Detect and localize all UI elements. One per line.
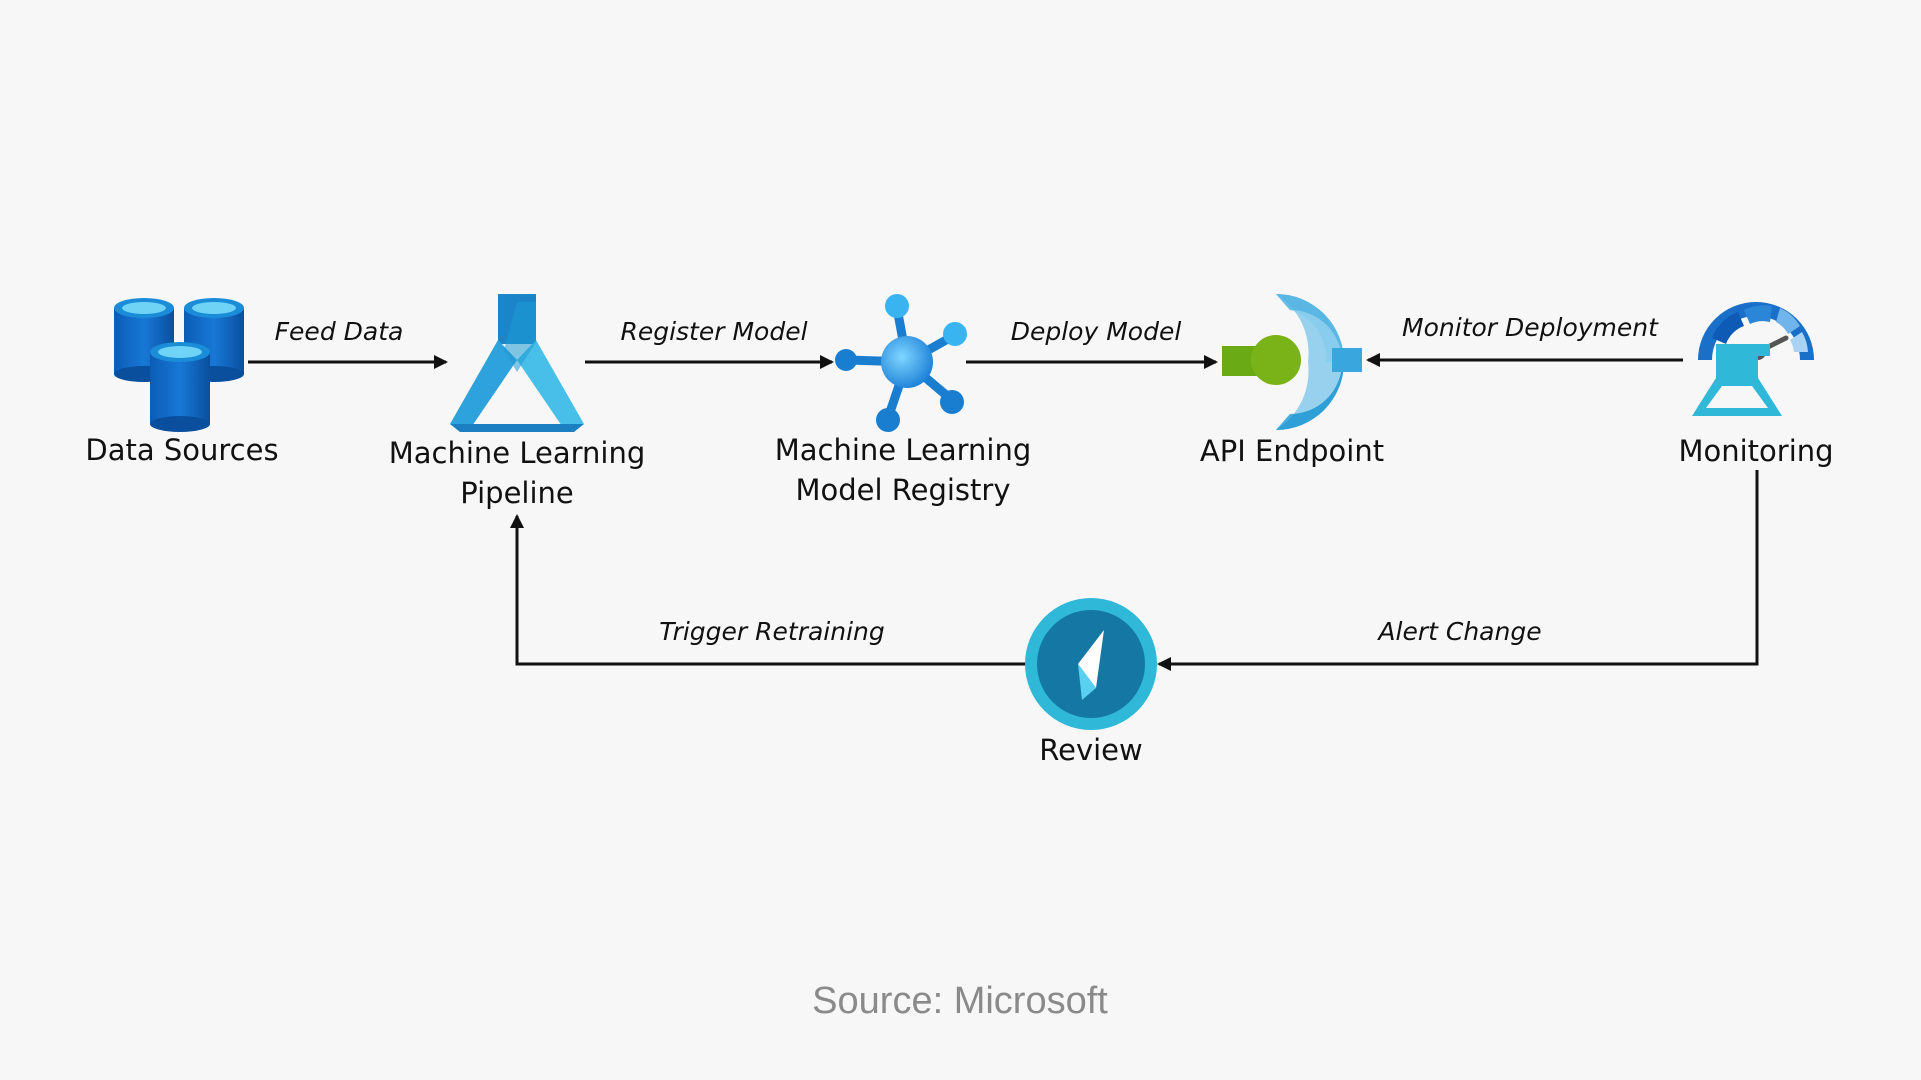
edge-label-alert-change: Alert Change [1378, 617, 1542, 646]
flask-icon [450, 294, 584, 432]
network-hub-icon [835, 294, 967, 432]
edge-trigger-retraining [510, 514, 1028, 666]
gauge-flask-icon [1692, 302, 1814, 416]
node-label-api-endpoint: API Endpoint [1199, 434, 1385, 468]
node-label-review: Review [1039, 733, 1143, 767]
database-cylinders-icon [114, 298, 244, 432]
node-label-ml-pipeline-line1: Machine Learning [388, 436, 646, 470]
node-label-monitoring: Monitoring [1678, 434, 1834, 468]
edge-label-deploy-model: Deploy Model [1010, 317, 1182, 346]
edge-label-monitor-deployment: Monitor Deployment [1402, 313, 1658, 342]
plug-endpoint-icon [1222, 294, 1362, 430]
node-label-model-registry-line2: Model Registry [795, 473, 1011, 507]
edge-alert-change [1157, 470, 1759, 671]
edge-label-trigger-retraining: Trigger Retraining [659, 617, 885, 646]
node-label-ml-pipeline: Machine Learning Pipeline [357, 433, 677, 513]
node-label-ml-pipeline-line2: Pipeline [460, 476, 574, 510]
node-label-model-registry: Machine Learning Model Registry [743, 430, 1063, 510]
node-label-model-registry-line1: Machine Learning [774, 433, 1032, 467]
edge-label-register-model: Register Model [620, 317, 808, 346]
node-label-data-sources: Data Sources [85, 433, 279, 467]
compass-icon [1025, 598, 1157, 730]
edge-label-feed-data: Feed Data [274, 317, 404, 346]
source-note: Source: Microsoft [812, 980, 1108, 1022]
